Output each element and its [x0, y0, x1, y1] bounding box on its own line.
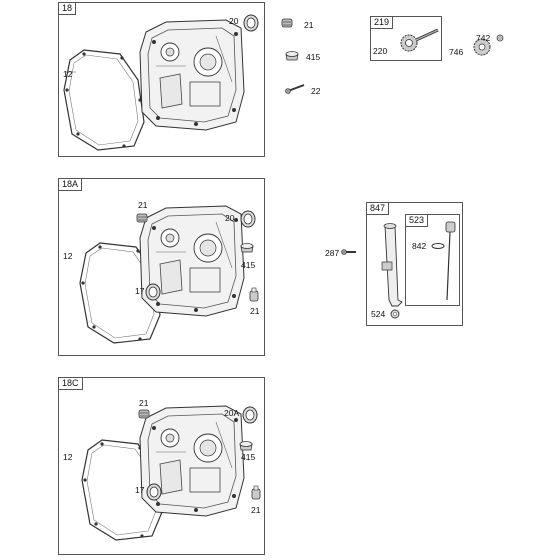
label-12: 12	[63, 251, 73, 261]
oil-seal-20	[240, 210, 256, 228]
label-20a: 20A	[224, 408, 240, 418]
breather-21	[136, 213, 148, 223]
panel-18-id: 18	[58, 2, 77, 15]
oil-seal-20a	[242, 406, 258, 424]
label-12: 12	[63, 452, 73, 462]
label-21-cap: 21	[251, 505, 261, 515]
oil-seal-17	[145, 283, 161, 301]
crankcase-cover	[139, 19, 245, 131]
label-21-cap: 21	[250, 306, 260, 316]
panel-523-id: 523	[405, 214, 429, 227]
oring-524	[390, 309, 400, 319]
panel-18a-drawing	[79, 205, 259, 344]
panel-18c-id: 18C	[58, 377, 83, 390]
label-12: 12	[63, 69, 73, 79]
breather-21	[138, 409, 150, 419]
label-287: 287	[325, 248, 340, 258]
label-842: 842	[412, 241, 427, 251]
label-220: 220	[373, 46, 388, 56]
panel-18c-drawing	[81, 405, 261, 541]
dipstick-523	[445, 221, 456, 301]
oil-seal-20	[243, 14, 259, 32]
dipstick-tube	[381, 223, 403, 307]
plug-415	[240, 243, 254, 253]
label-21: 21	[304, 20, 314, 30]
label-20: 20	[225, 213, 235, 223]
panel-18a-id: 18A	[58, 178, 83, 191]
screw-287	[341, 249, 356, 255]
seal-842	[431, 243, 445, 249]
gear-220	[400, 28, 439, 52]
oil-seal-17	[146, 483, 162, 501]
label-415: 415	[306, 52, 321, 62]
panel-219-drawing	[400, 28, 504, 56]
label-17: 17	[135, 286, 145, 296]
label-20: 20	[229, 16, 239, 26]
cap-21	[251, 485, 261, 500]
label-415: 415	[241, 260, 256, 270]
label-17: 17	[135, 485, 145, 495]
label-21: 21	[139, 398, 149, 408]
panel-847-drawing	[341, 221, 456, 319]
plug-415	[239, 441, 253, 451]
gasket-12	[63, 49, 145, 151]
label-22: 22	[311, 86, 321, 96]
panel-847-id: 847	[366, 202, 390, 215]
label-524: 524	[371, 309, 386, 319]
breather-21	[281, 18, 293, 28]
plug-415	[285, 51, 299, 61]
panel-18-drawing	[63, 14, 305, 151]
washer-742	[496, 34, 504, 42]
panel-219-id: 219	[370, 16, 394, 29]
label-746: 746	[449, 47, 464, 57]
label-21: 21	[138, 200, 148, 210]
gear-746	[473, 38, 491, 56]
label-742: 742	[476, 33, 491, 43]
cap-21	[249, 287, 259, 302]
label-415: 415	[241, 452, 256, 462]
screw-22	[285, 84, 305, 94]
